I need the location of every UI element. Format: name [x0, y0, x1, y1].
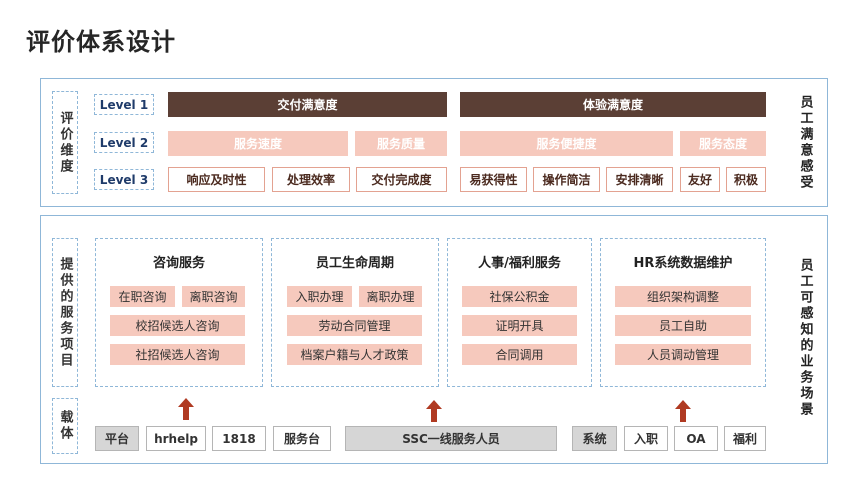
level3-accessibility: 易获得性	[460, 167, 527, 192]
service-item: 校招候选人咨询	[110, 315, 245, 336]
service-item: 人员调动管理	[615, 344, 751, 365]
carrier-platform: 平台	[95, 426, 139, 451]
services-panel	[40, 215, 828, 464]
services-right-label: 员工可感知的业务场景	[797, 258, 813, 418]
service-item: 合同调用	[462, 344, 577, 365]
service-group-hr-benefits	[447, 238, 592, 387]
level2-service-speed: 服务速度	[168, 131, 348, 156]
evaluation-side-label: 评价维度	[57, 110, 73, 175]
service-item: 社保公积金	[462, 286, 577, 307]
carrier-ssc-staff: SSC一线服务人员	[345, 426, 557, 451]
service-item: 证明开具	[462, 315, 577, 336]
evaluation-right-label: 员工满意感受	[797, 95, 813, 191]
service-item: 档案户籍与人才政策	[287, 344, 422, 365]
carrier-hrhelp: hrhelp	[146, 426, 206, 451]
level3-simple-operation: 操作简洁	[533, 167, 600, 192]
level2-service-convenience: 服务便捷度	[460, 131, 673, 156]
level3-clear-arrangement: 安排清晰	[606, 167, 673, 192]
service-item: 组织架构调整	[615, 286, 751, 307]
service-group-title: 员工生命周期	[315, 256, 394, 271]
level3-proactive: 积极	[726, 167, 766, 192]
up-arrow-icon	[426, 400, 442, 422]
service-group-lifecycle	[271, 238, 439, 387]
service-group-title: 人事/福利服务	[478, 256, 561, 271]
carrier-welfare: 福利	[724, 426, 766, 451]
carrier-side-label-box: 载体	[52, 398, 78, 454]
carrier-side-label: 载体	[57, 410, 73, 442]
service-group-title: HR系统数据维护	[633, 256, 733, 271]
level3-processing-efficiency: 处理效率	[272, 167, 350, 192]
evaluation-right-label-box: 员工满意感受	[793, 92, 817, 194]
up-arrow-icon	[675, 400, 691, 422]
carrier-service-desk: 服务台	[273, 426, 331, 451]
level1-delivery-satisfaction: 交付满意度	[168, 92, 447, 117]
level-2-label: Level 2	[94, 132, 154, 153]
level2-service-quality: 服务质量	[355, 131, 447, 156]
carrier-system: 系统	[572, 426, 617, 451]
level3-delivery-completion: 交付完成度	[356, 167, 447, 192]
service-item: 入职办理	[287, 286, 352, 307]
services-right-label-box: 员工可感知的业务场景	[793, 258, 817, 418]
service-group-hr-system	[600, 238, 766, 387]
evaluation-side-label-box: 评价维度	[52, 91, 78, 194]
level1-experience-satisfaction: 体验满意度	[460, 92, 766, 117]
service-item: 离职办理	[359, 286, 422, 307]
level3-friendly: 友好	[680, 167, 720, 192]
level2-service-attitude: 服务态度	[680, 131, 766, 156]
up-arrow-icon	[178, 398, 194, 420]
carrier-oa: OA	[674, 426, 718, 451]
level-1-label: Level 1	[94, 94, 154, 115]
level-3-label: Level 3	[94, 169, 154, 190]
services-side-label: 提供的服务项目	[57, 256, 73, 369]
carrier-1818: 1818	[212, 426, 266, 451]
service-item: 社招候选人咨询	[110, 344, 245, 365]
service-item: 在职咨询	[110, 286, 175, 307]
service-item: 离职咨询	[182, 286, 245, 307]
level3-response-timeliness: 响应及时性	[168, 167, 265, 192]
service-item: 劳动合同管理	[287, 315, 422, 336]
page-title: 评价体系设计	[26, 28, 176, 56]
services-side-label-box: 提供的服务项目	[52, 238, 78, 387]
service-item: 员工自助	[615, 315, 751, 336]
carrier-onboarding: 入职	[624, 426, 668, 451]
service-group-title: 咨询服务	[152, 256, 205, 271]
service-group-consulting	[95, 238, 263, 387]
